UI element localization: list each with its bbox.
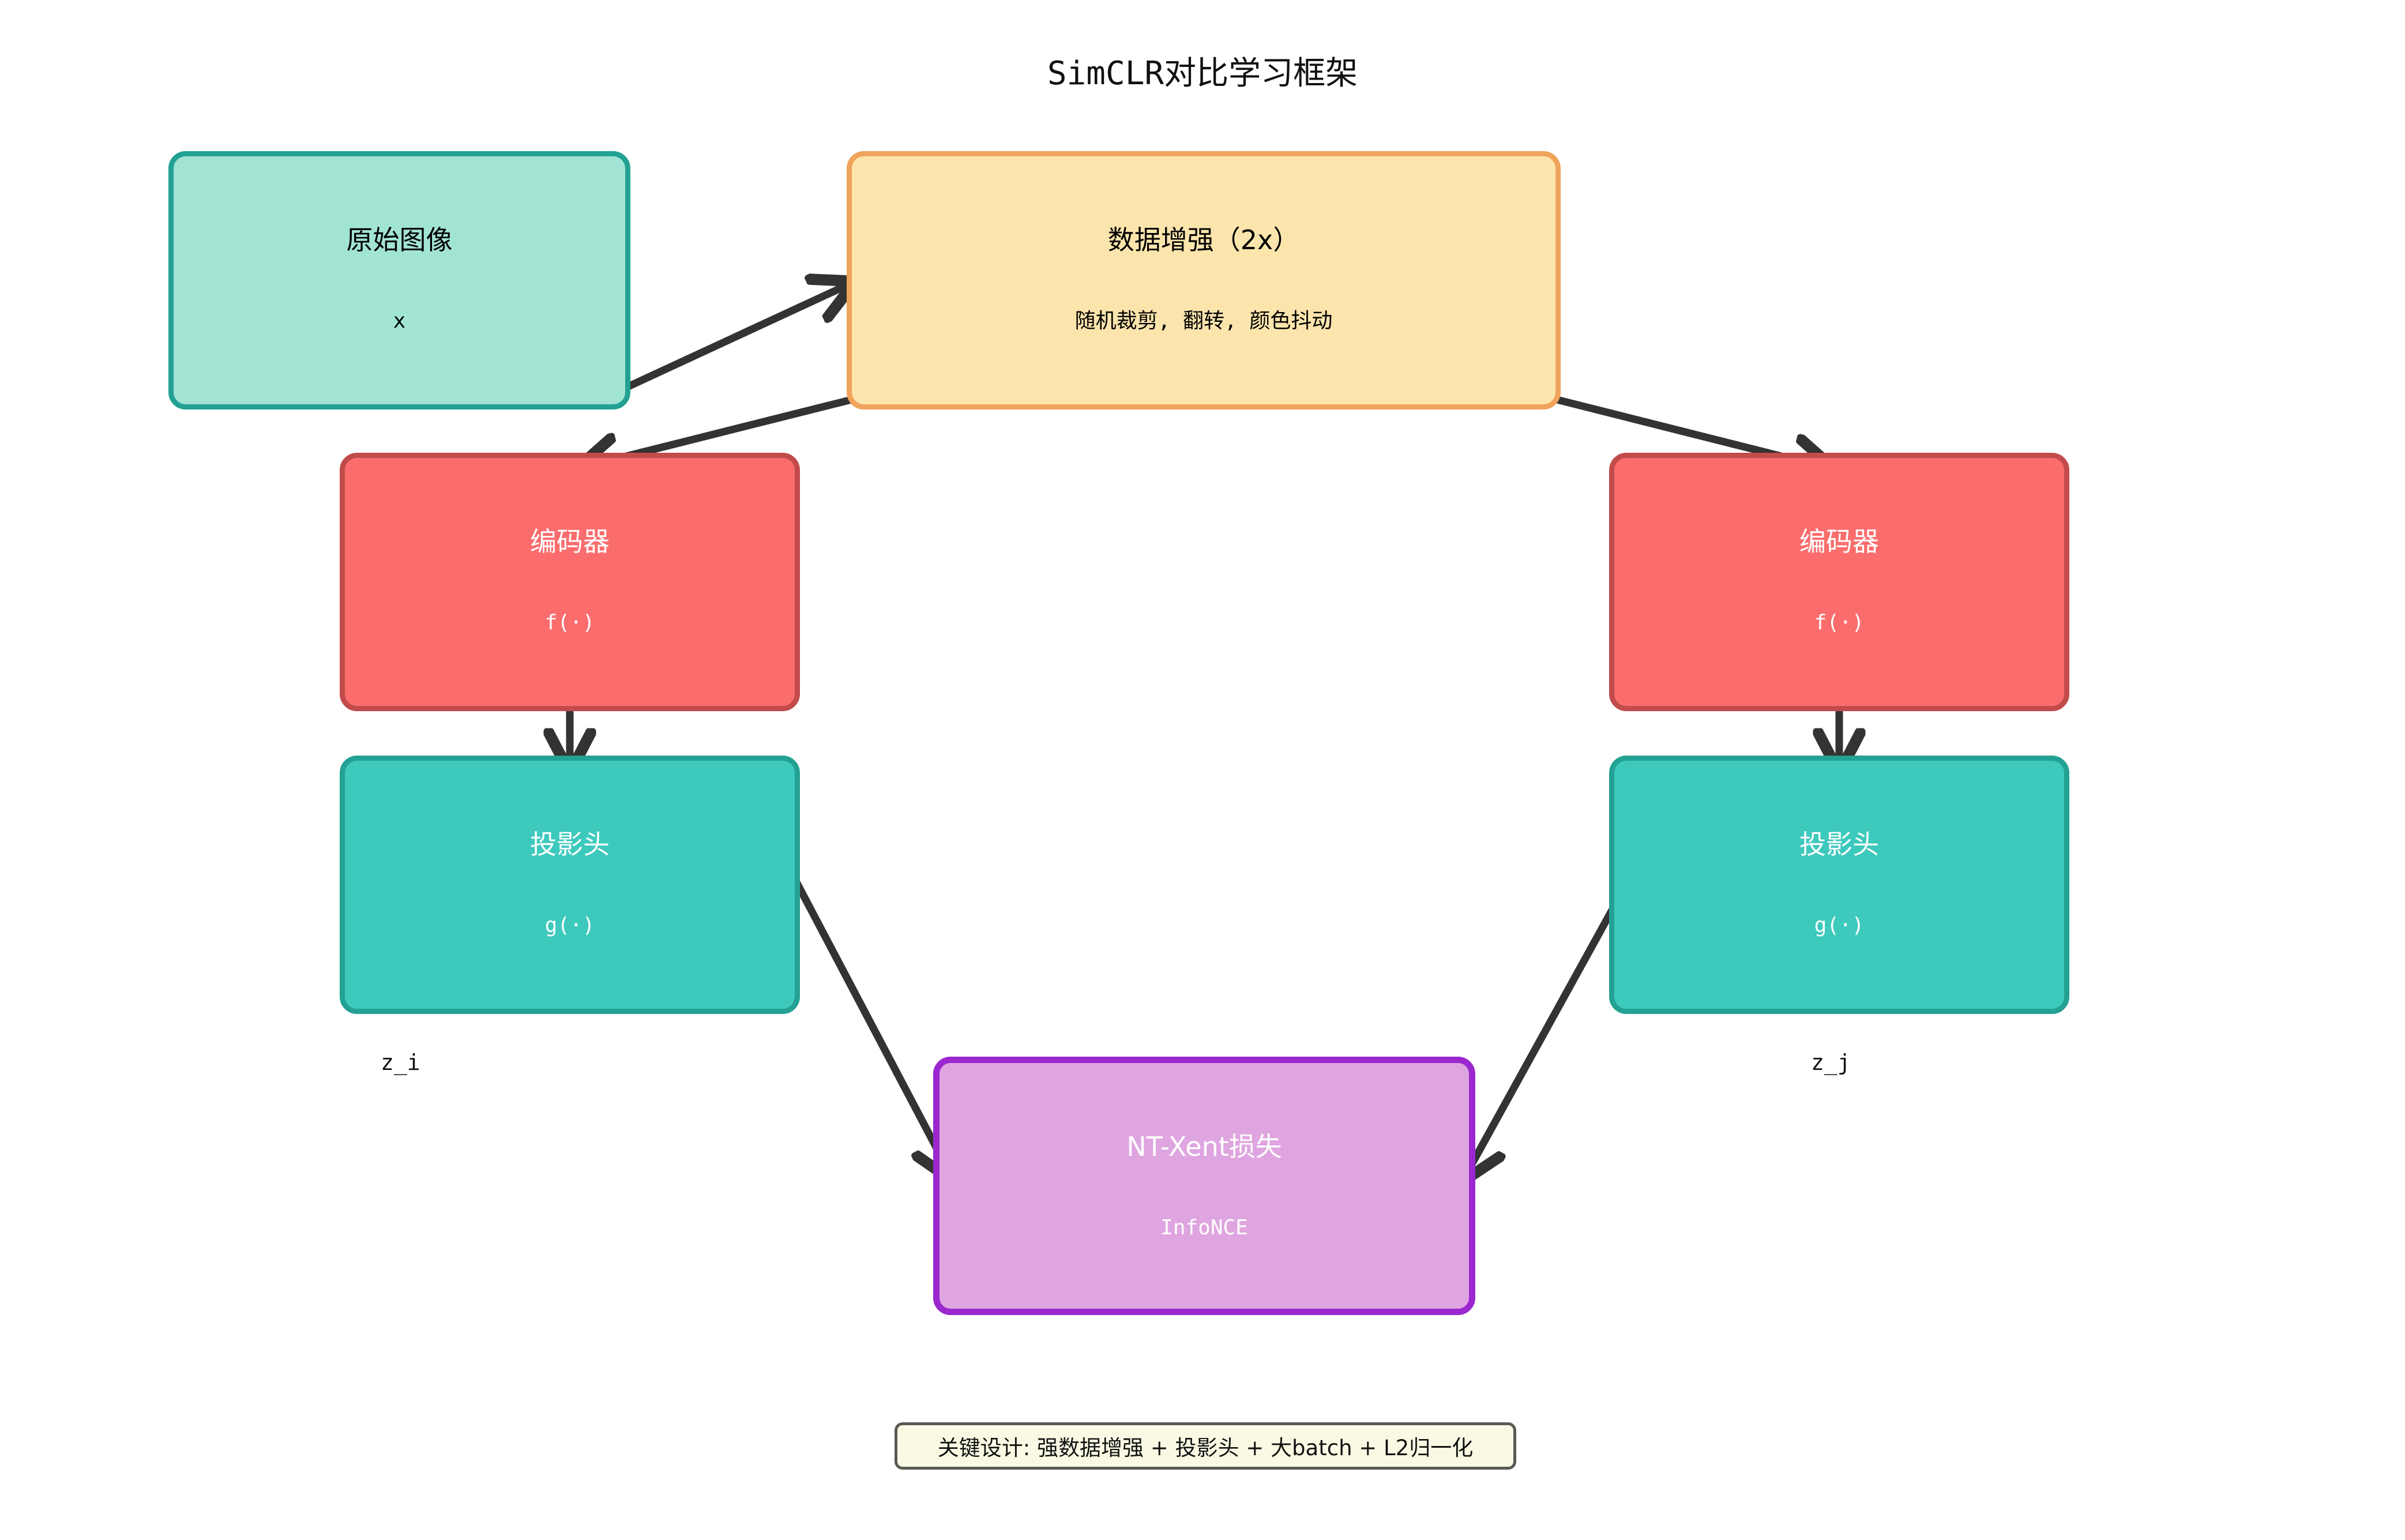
node-encoder-right-title: 编码器 xyxy=(1799,526,1879,557)
node-encoder-left-subtitle: f(·) xyxy=(544,610,595,634)
node-projection-head-right[interactable]: 投影头 g(·) xyxy=(1609,756,2069,1014)
label-z-j: z_j xyxy=(1811,1050,1851,1075)
edge-original-to-augmentation xyxy=(612,284,850,396)
node-original-image[interactable]: 原始图像 x xyxy=(168,151,630,410)
edge-projection-left-to-loss xyxy=(790,873,952,1177)
node-original-image-subtitle: x xyxy=(393,309,406,333)
node-projection-head-right-title: 投影头 xyxy=(1799,829,1879,860)
label-z-i: z_i xyxy=(381,1050,420,1075)
node-augmentation-subtitle: 随机裁剪, 翻转, 颜色抖动 xyxy=(1074,309,1333,333)
node-augmentation-title: 数据增强（2x） xyxy=(1107,224,1300,256)
node-augmentation[interactable]: 数据增强（2x） 随机裁剪, 翻转, 颜色抖动 xyxy=(847,151,1561,410)
page-title: SimCLR对比学习框架 xyxy=(1047,55,1358,92)
node-ntxent-loss-subtitle: InfoNCE xyxy=(1160,1215,1248,1239)
edge-projection-right-to-loss xyxy=(1465,873,1634,1177)
node-projection-head-right-subtitle: g(·) xyxy=(1814,913,1865,937)
node-projection-head-left[interactable]: 投影头 g(·) xyxy=(340,756,800,1014)
node-ntxent-loss-title: NT-Xent损失 xyxy=(1126,1131,1282,1162)
node-projection-head-left-subtitle: g(·) xyxy=(544,913,595,937)
node-ntxent-loss[interactable]: NT-Xent损失 InfoNCE xyxy=(933,1057,1475,1315)
node-encoder-right[interactable]: 编码器 f(·) xyxy=(1609,453,2069,711)
footer-note: 关键设计: 强数据增强 + 投影头 + 大batch + L2归一化 xyxy=(895,1422,1516,1470)
node-projection-head-left-title: 投影头 xyxy=(530,829,610,860)
node-encoder-right-subtitle: f(·) xyxy=(1814,610,1865,634)
node-original-image-title: 原始图像 xyxy=(346,224,453,256)
node-encoder-left[interactable]: 编码器 f(·) xyxy=(340,453,800,711)
node-encoder-left-title: 编码器 xyxy=(530,526,610,557)
